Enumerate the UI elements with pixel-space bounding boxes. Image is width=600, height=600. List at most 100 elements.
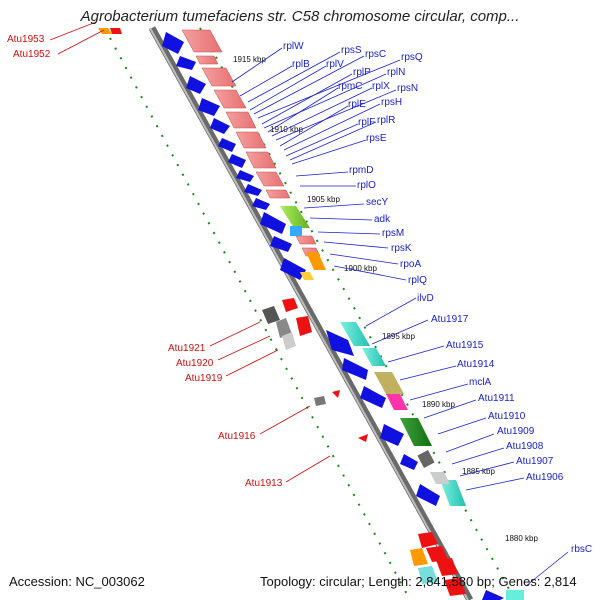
blue-small-genes <box>162 32 306 280</box>
gene-label: Atu1919 <box>185 373 223 384</box>
tick-label: 1895 kbp <box>382 332 415 341</box>
gene-label: Atu1907 <box>516 456 554 467</box>
gene-label: rplF <box>358 117 375 128</box>
Atu1919-gene <box>282 332 296 350</box>
blue-gene-labels: rplW rplB rpsS rplV rpsC rpsQ rplP rplN … <box>283 41 592 555</box>
gene-label: rplN <box>387 67 405 78</box>
topology-text: Topology: circular; Length: 2,841,580 bp… <box>260 574 577 589</box>
red-bottom-2 <box>426 546 448 562</box>
map-title: Agrobacterium tumefaciens str. C58 chrom… <box>80 8 520 25</box>
Atu1906b-gene <box>430 472 450 484</box>
Atu1906-gene <box>440 480 466 506</box>
gene-label: Atu1915 <box>446 340 484 351</box>
gene-label: rbsC <box>571 544 592 555</box>
gene-label: Atu1908 <box>506 441 544 452</box>
Atu1908-gene <box>380 424 404 446</box>
gene-label: Atu1914 <box>457 359 495 370</box>
gene-label: rplW <box>283 41 304 52</box>
accession-text: Accession: NC_003062 <box>9 574 145 589</box>
red-gene-2 <box>296 316 312 336</box>
cyan-bottom-gene <box>506 590 524 600</box>
blue-lower-gene-2 <box>416 484 440 506</box>
gene-label: rpsN <box>397 83 418 94</box>
Atu1907-gene <box>417 450 435 468</box>
red-leader-lines <box>49 21 331 483</box>
cyan-bottom-1 <box>418 566 438 584</box>
Atu1909-gene <box>400 418 432 446</box>
gene-label: Atu1921 <box>168 343 206 354</box>
gene-label: rpsS <box>341 45 362 56</box>
gene-label: Atu1906 <box>526 472 564 483</box>
Atu1913-arrow <box>358 434 368 442</box>
tick-label: 1910 kbp <box>270 125 303 134</box>
gene-label: rplB <box>292 59 310 70</box>
Atu1920-gene <box>276 318 292 338</box>
Atu1910-gene <box>360 386 386 408</box>
gene-label: rplP <box>353 67 371 78</box>
secY-gene <box>280 206 310 228</box>
Atu1916-gene <box>314 396 326 406</box>
rpoA-gene <box>306 252 326 270</box>
Atu1916-arrow <box>332 390 340 398</box>
gene-label: Atu1909 <box>497 426 535 437</box>
gene-label: rpsH <box>381 97 402 108</box>
gene-label: rplE <box>348 99 366 110</box>
gene-label: rpsC <box>365 49 386 60</box>
gene-label: rplR <box>377 115 395 126</box>
gene-label: rpmC <box>338 81 362 92</box>
red-top <box>110 28 122 34</box>
gene-label: ilvD <box>417 293 434 304</box>
gene-label: Atu1917 <box>431 314 469 325</box>
gene-label: rpsQ <box>401 52 423 63</box>
gene-label: Atu1920 <box>176 358 214 369</box>
gene-label: Atu1916 <box>218 431 256 442</box>
gene-label: rpoA <box>400 259 421 270</box>
blue-leader-lines <box>231 47 569 587</box>
rbsC-gene <box>482 590 504 600</box>
gene-label: rplV <box>326 59 344 70</box>
gene-label: Atu1952 <box>13 49 51 60</box>
tick-label: 1915 kbp <box>233 55 266 64</box>
mclA-gene <box>374 372 404 394</box>
tick-label: 1880 kbp <box>505 534 538 543</box>
rplQ-gene <box>300 272 314 280</box>
gene-label: rplQ <box>408 275 427 286</box>
red-gene-labels: Atu1953 Atu1952 Atu1921 Atu1920 Atu1919 … <box>7 34 283 489</box>
red-bottom-3 <box>436 558 458 576</box>
red-gene-1 <box>282 298 298 312</box>
pink-gene-block <box>181 29 321 257</box>
Atu1915-gene <box>362 348 386 366</box>
Atu1917-gene <box>340 322 370 346</box>
ilvD-gene <box>326 330 354 356</box>
gene-label: rplX <box>372 81 390 92</box>
gene-label: rplO <box>357 180 376 191</box>
orange-top <box>98 28 112 34</box>
gene-label: rpsM <box>382 228 404 239</box>
tick-labels: 1915 kbp 1910 kbp 1905 kbp 1900 kbp 1895… <box>233 55 538 543</box>
red-bottom-1 <box>418 532 438 548</box>
gene-label: adk <box>374 214 391 225</box>
gene-label: mclA <box>469 377 492 388</box>
gene-label: Atu1953 <box>7 34 45 45</box>
blue-lower-gene <box>400 454 418 470</box>
Atu1911-gene <box>386 394 408 410</box>
tick-label: 1905 kbp <box>307 195 340 204</box>
gene-label: Atu1910 <box>488 411 526 422</box>
gene-label: rpsE <box>366 133 387 144</box>
gene-label: Atu1913 <box>245 478 283 489</box>
Atu1914-gene <box>342 358 368 380</box>
chromosome-backbone <box>148 26 474 600</box>
forward-genes <box>162 29 524 600</box>
red-bottom-4 <box>444 578 466 596</box>
orange-bottom <box>410 548 428 566</box>
gene-label: rpsK <box>391 243 412 254</box>
gene-label: rpmD <box>349 165 373 176</box>
tick-label: 1890 kbp <box>422 400 455 409</box>
gene-label: secY <box>366 197 389 208</box>
gene-label: Atu1911 <box>478 393 515 404</box>
Atu1921-gene <box>262 306 280 324</box>
reverse-genes <box>98 28 466 596</box>
adk-gene <box>290 226 302 236</box>
tick-label: 1900 kbp <box>344 264 377 273</box>
